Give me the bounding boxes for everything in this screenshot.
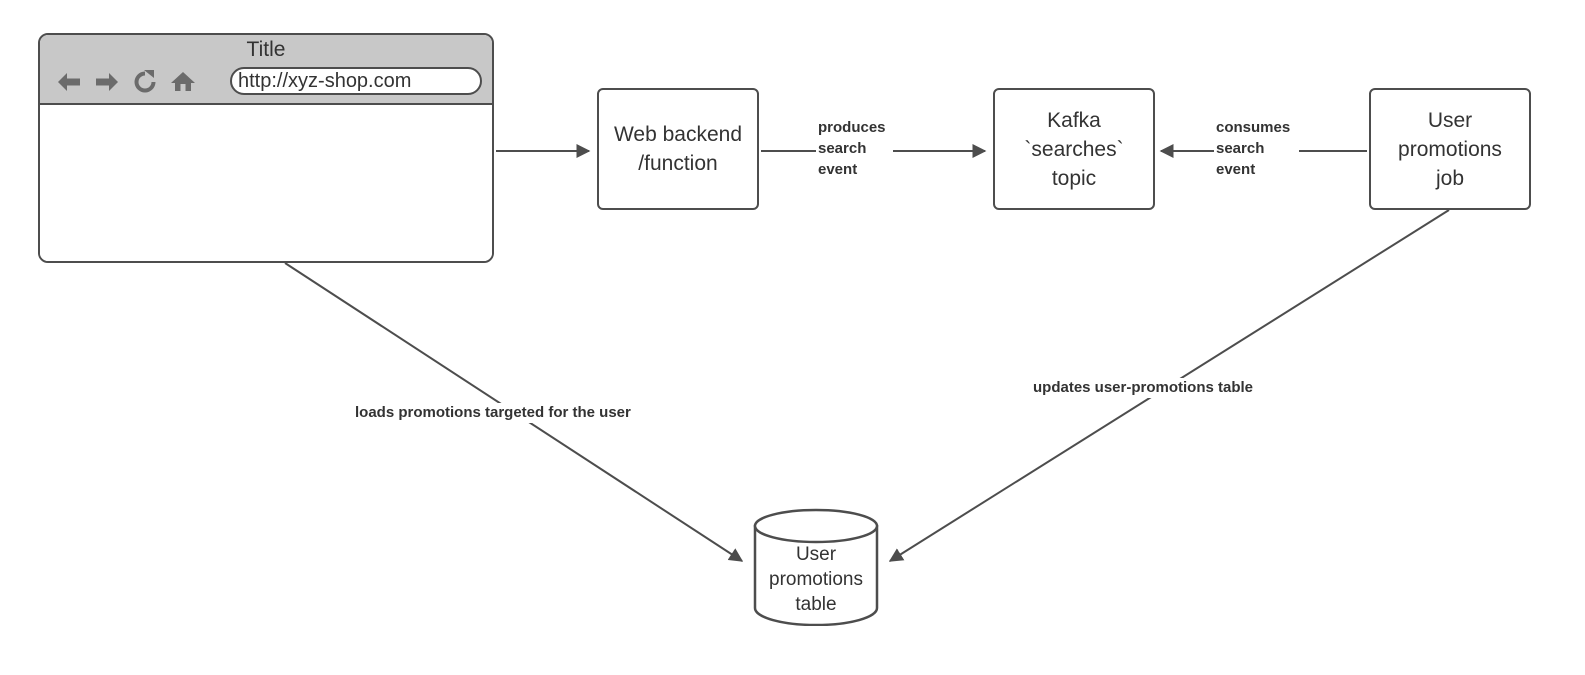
url-text: http://xyz-shop.com	[238, 70, 412, 92]
node-web-backend[interactable]: Web backend /function	[597, 88, 759, 210]
edge-label-consumes: consumes search event	[1216, 117, 1291, 180]
node-promotions-job[interactable]: User promotions job	[1369, 88, 1531, 210]
edge-label-loads-promotions: loads promotions targeted for the user	[355, 403, 631, 423]
url-bar[interactable]: http://xyz-shop.com	[230, 67, 482, 95]
browser-title: Title	[246, 38, 286, 61]
home-icon[interactable]	[164, 65, 202, 99]
cylinder-shape	[753, 508, 879, 626]
back-icon[interactable]	[50, 65, 88, 99]
browser-window: Title	[38, 33, 494, 263]
forward-icon[interactable]	[88, 65, 126, 99]
browser-viewport	[40, 105, 492, 261]
reload-icon[interactable]	[126, 65, 164, 99]
edge-label-produces: produces search event	[818, 117, 886, 180]
browser-chrome: Title	[40, 35, 492, 105]
browser-nav-controls	[50, 65, 202, 99]
node-kafka-topic[interactable]: Kafka `searches` topic	[993, 88, 1155, 210]
node-promotions-table-label: User promotions table	[769, 544, 863, 615]
edge-label-updates-table: updates user-promotions table	[1033, 378, 1254, 398]
node-promotions-table[interactable]: User promotions table	[752, 508, 880, 626]
